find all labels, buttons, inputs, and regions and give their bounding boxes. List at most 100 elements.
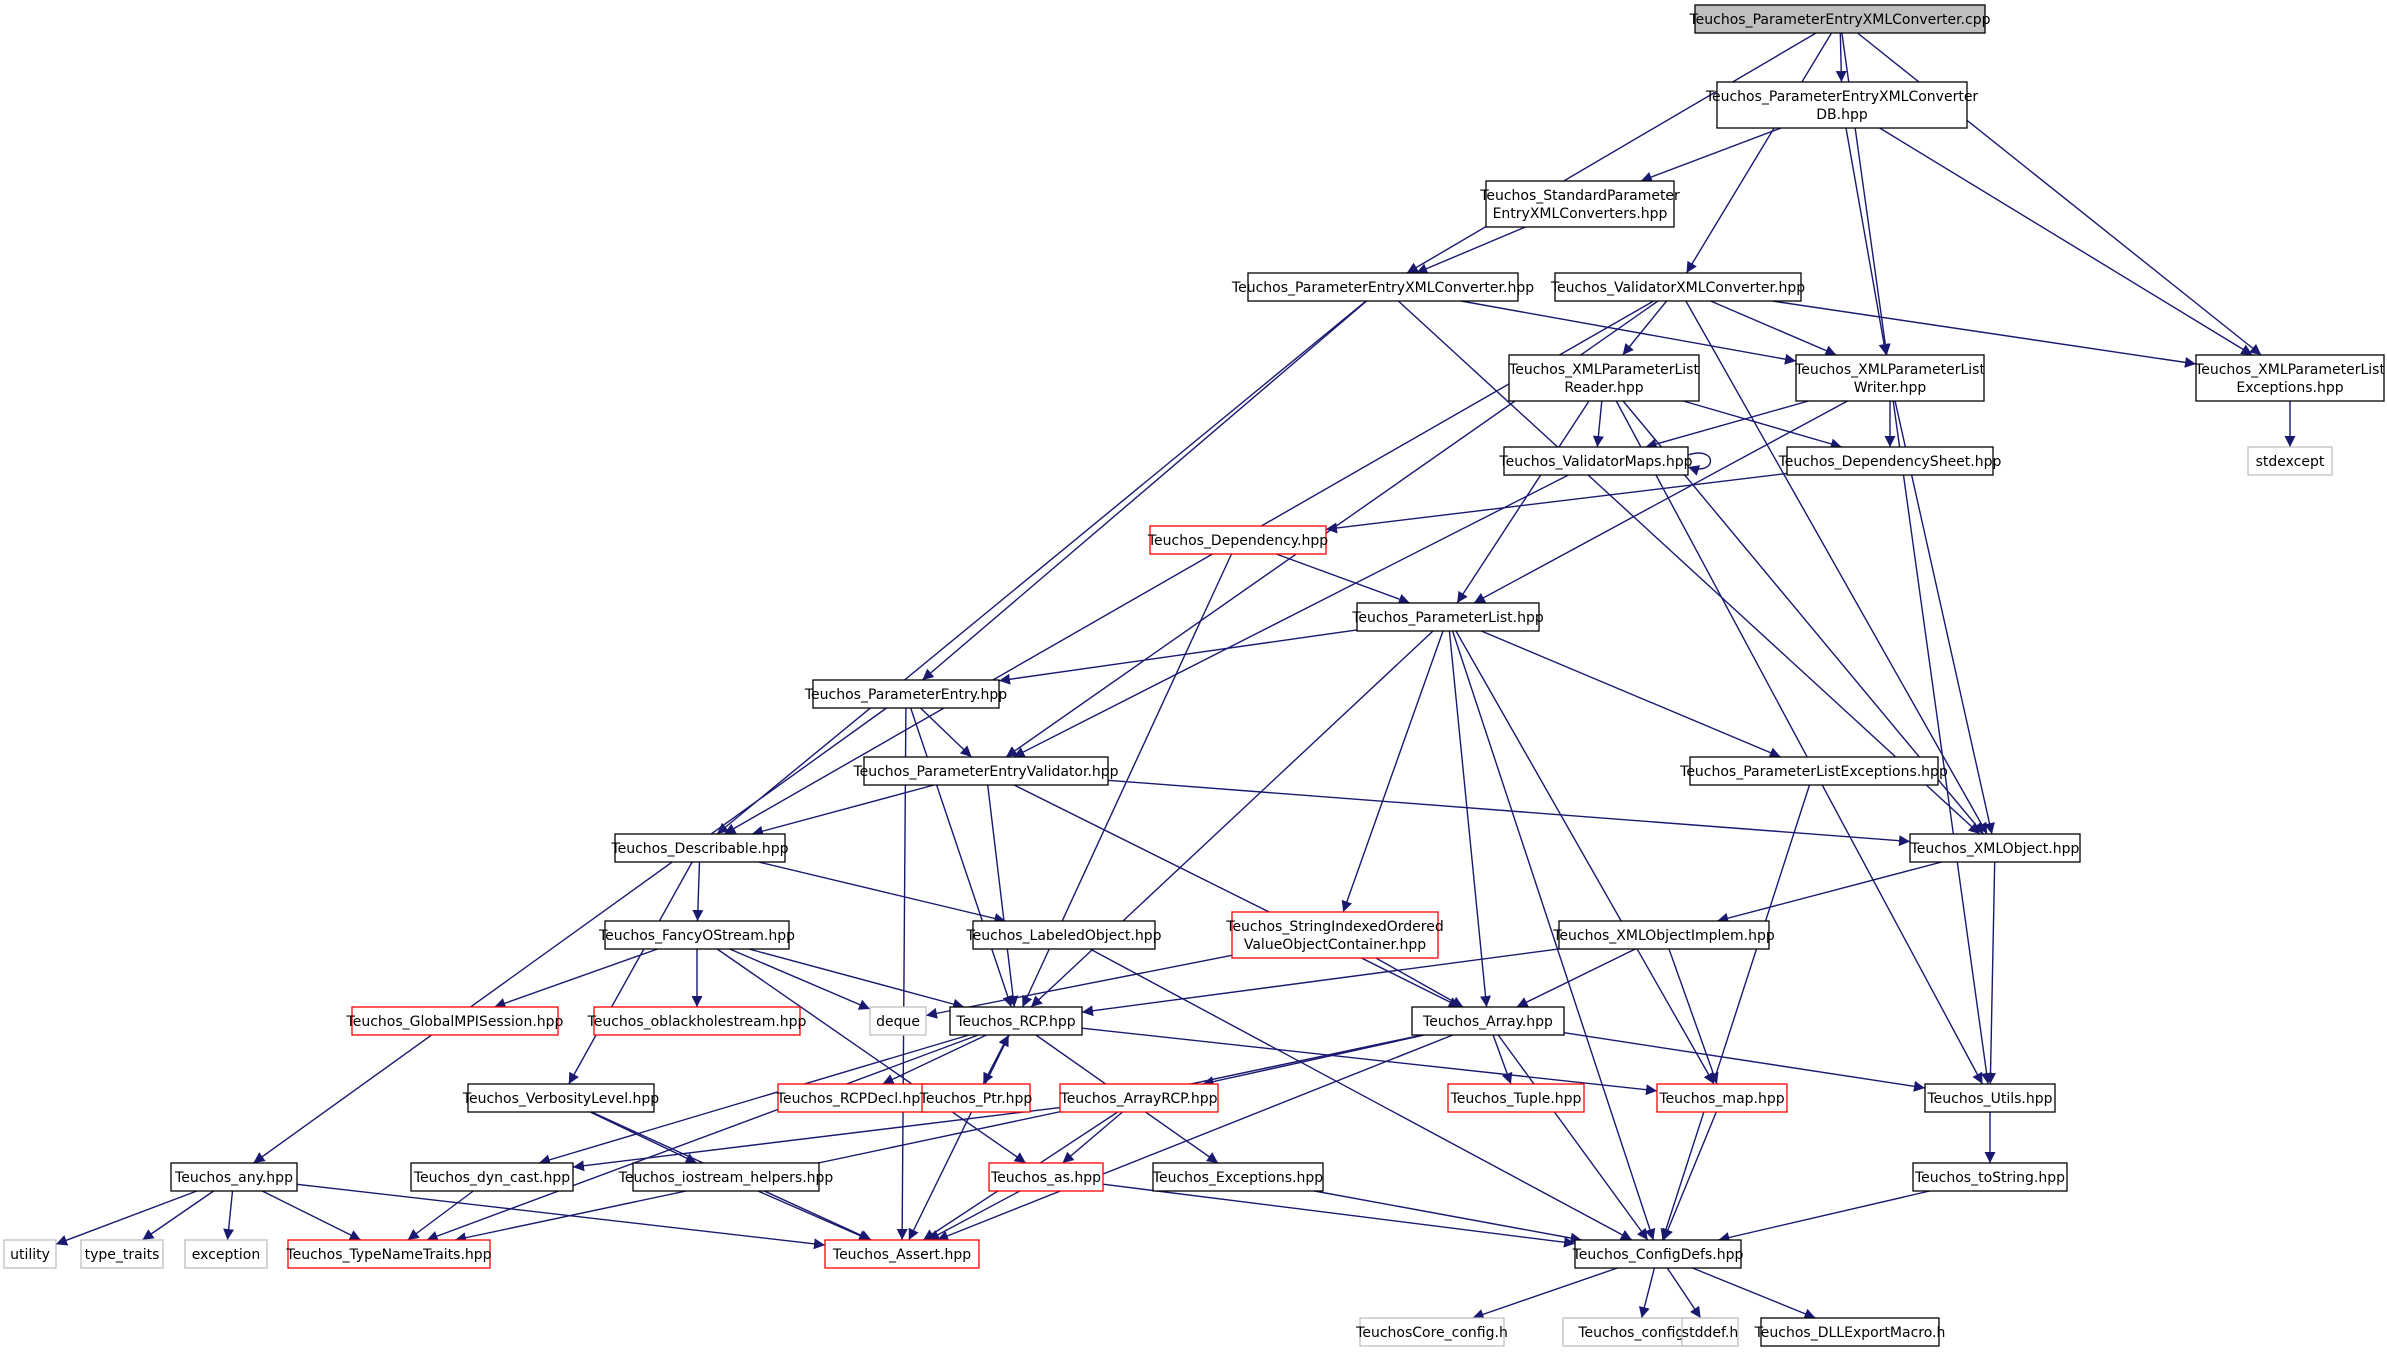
edge-map-to-configdefs bbox=[1662, 1111, 1717, 1241]
edge-root-to-pexdb bbox=[1835, 32, 1847, 83]
node-box bbox=[1912, 1162, 2068, 1192]
node-typetraits[interactable]: type_traits bbox=[80, 1239, 164, 1269]
node-array[interactable]: Teuchos_Array.hpp bbox=[1411, 1006, 1565, 1036]
node-label: Teuchos_StandardParameter bbox=[1479, 188, 1680, 204]
node-pexml[interactable]: Teuchos_ParameterEntryXMLConverter.hpp bbox=[1231, 272, 1534, 302]
edge-valmaps-to-valmaps bbox=[1687, 452, 1712, 476]
node-pev[interactable]: Teuchos_ParameterEntryValidator.hpp bbox=[852, 756, 1119, 786]
node-box bbox=[1795, 354, 1985, 402]
edge-ptr-to-rcp bbox=[982, 1034, 1010, 1085]
node-exceptions[interactable]: Teuchos_Exceptions.hpp bbox=[1152, 1162, 1324, 1192]
edge-root-to-xplexc bbox=[1857, 32, 2262, 356]
node-box bbox=[869, 1006, 927, 1036]
edge-root-to-xplwriter bbox=[1841, 32, 1891, 356]
node-siovoc[interactable]: Teuchos_StringIndexedOrderedValueObjectC… bbox=[1225, 911, 1444, 959]
node-labeled[interactable]: Teuchos_LabeledObject.hpp bbox=[965, 920, 1162, 950]
edge-array-to-configdefs bbox=[1497, 1034, 1649, 1241]
node-plist[interactable]: Teuchos_ParameterList.hpp bbox=[1351, 602, 1544, 632]
node-box bbox=[1689, 756, 1939, 786]
node-box bbox=[988, 1162, 1104, 1192]
node-box bbox=[1574, 1239, 1742, 1269]
edge-pev-to-xmlobj bbox=[1107, 779, 1911, 847]
node-label: Teuchos_RCPDecl.hpp bbox=[776, 1091, 930, 1107]
node-utils[interactable]: Teuchos_Utils.hpp bbox=[1924, 1083, 2056, 1113]
node-stddef[interactable]: stddef.h bbox=[1681, 1317, 1739, 1347]
node-box bbox=[777, 1083, 929, 1113]
node-label: Reader.hpp bbox=[1564, 380, 1643, 396]
node-dllexp[interactable]: Teuchos_DLLExportMacro.h bbox=[1754, 1317, 1946, 1347]
node-exception[interactable]: exception bbox=[184, 1239, 268, 1269]
edge-exceptions-to-configdefs bbox=[1314, 1190, 1582, 1244]
node-root[interactable]: Teuchos_ParameterEntryXMLConverter.cpp bbox=[1688, 4, 1991, 34]
edge-as-to-assert bbox=[927, 1190, 1021, 1241]
node-label: Teuchos_Exceptions.hpp bbox=[1152, 1170, 1323, 1186]
edges-layer bbox=[55, 32, 2296, 1320]
node-fancy[interactable]: Teuchos_FancyOStream.hpp bbox=[598, 920, 795, 950]
edge-fancy-to-as bbox=[716, 948, 1027, 1164]
node-tnt[interactable]: Teuchos_TypeNameTraits.hpp bbox=[285, 1239, 492, 1269]
node-mpisess[interactable]: Teuchos_GlobalMPISession.hpp bbox=[346, 1006, 564, 1036]
node-label: Teuchos_Tuple.hpp bbox=[1450, 1091, 1582, 1107]
node-box bbox=[1681, 1317, 1739, 1347]
node-box bbox=[1656, 1083, 1788, 1113]
node-dep[interactable]: Teuchos_Dependency.hpp bbox=[1147, 525, 1328, 555]
node-pentry[interactable]: Teuchos_ParameterEntry.hpp bbox=[804, 679, 1007, 709]
edge-plist-to-siovoc bbox=[1341, 630, 1444, 913]
node-rcp[interactable]: Teuchos_RCP.hpp bbox=[949, 1006, 1083, 1036]
node-tostring[interactable]: Teuchos_toString.hpp bbox=[1912, 1162, 2068, 1192]
node-stdpe[interactable]: Teuchos_StandardParameterEntryXMLConvert… bbox=[1479, 180, 1680, 228]
node-stdexcept[interactable]: stdexcept bbox=[2247, 446, 2333, 476]
node-box bbox=[80, 1239, 164, 1269]
node-coreconf[interactable]: TeuchosCore_config.h bbox=[1355, 1317, 1508, 1347]
node-configdefs[interactable]: Teuchos_ConfigDefs.hpp bbox=[1572, 1239, 1744, 1269]
node-label: Teuchos_RCP.hpp bbox=[955, 1014, 1075, 1030]
node-label: Teuchos_ValidatorMaps.hpp bbox=[1498, 454, 1692, 470]
node-dyncast[interactable]: Teuchos_dyn_cast.hpp bbox=[410, 1162, 574, 1192]
node-tuple[interactable]: Teuchos_Tuple.hpp bbox=[1447, 1083, 1585, 1113]
edge-pentry-to-assert bbox=[896, 707, 908, 1241]
node-arcp[interactable]: Teuchos_ArrayRCP.hpp bbox=[1059, 1083, 1219, 1113]
node-box bbox=[184, 1239, 268, 1269]
node-box bbox=[604, 920, 790, 950]
node-iohelp[interactable]: Teuchos_iostream_helpers.hpp bbox=[618, 1162, 834, 1192]
node-label: exception bbox=[192, 1247, 260, 1263]
node-rcpdecl[interactable]: Teuchos_RCPDecl.hpp bbox=[776, 1083, 930, 1113]
node-valmaps[interactable]: Teuchos_ValidatorMaps.hpp bbox=[1498, 446, 1693, 476]
edge-describable-to-verb bbox=[568, 861, 693, 1085]
node-describable[interactable]: Teuchos_Describable.hpp bbox=[610, 833, 789, 863]
node-label: Teuchos_XMLObject.hpp bbox=[1910, 841, 2080, 857]
node-label: Teuchos_ArrayRCP.hpp bbox=[1060, 1091, 1218, 1107]
node-as[interactable]: Teuchos_as.hpp bbox=[988, 1162, 1104, 1192]
node-depsheet[interactable]: Teuchos_DependencySheet.hpp bbox=[1778, 446, 2002, 476]
node-valxml[interactable]: Teuchos_ValidatorXMLConverter.hpp bbox=[1550, 272, 1805, 302]
node-verb[interactable]: Teuchos_VerbosityLevel.hpp bbox=[462, 1083, 660, 1113]
edge-array-to-tnt bbox=[454, 1034, 1423, 1244]
edge-array-to-tuple bbox=[1492, 1034, 1513, 1085]
edge-describable-to-fancy bbox=[692, 861, 704, 922]
node-plexc[interactable]: Teuchos_ParameterListExceptions.hpp bbox=[1679, 756, 1948, 786]
edge-any-to-typetraits bbox=[142, 1190, 214, 1241]
edge-any-to-utility bbox=[55, 1190, 198, 1246]
node-map[interactable]: Teuchos_map.hpp bbox=[1656, 1083, 1788, 1113]
node-xmlimpl[interactable]: Teuchos_XMLObjectImplem.hpp bbox=[1552, 920, 1775, 950]
node-box bbox=[1356, 602, 1540, 632]
edge-pexml-to-describable bbox=[716, 300, 1367, 835]
edge-plist-to-plexc bbox=[1481, 630, 1781, 758]
node-oblack[interactable]: Teuchos_oblackholestream.hpp bbox=[587, 1006, 807, 1036]
node-any[interactable]: Teuchos_any.hpp bbox=[170, 1162, 298, 1192]
node-xmlobj[interactable]: Teuchos_XMLObject.hpp bbox=[1909, 833, 2081, 863]
node-box bbox=[1059, 1083, 1219, 1113]
node-label: TeuchosCore_config.h bbox=[1355, 1325, 1508, 1341]
edge-plist-to-map bbox=[1455, 630, 1715, 1085]
edge-plist-to-rcp bbox=[1030, 630, 1434, 1008]
edge-root-to-valxml bbox=[1685, 32, 1833, 274]
node-deque[interactable]: deque bbox=[869, 1006, 927, 1036]
edge-pexml-to-pentry bbox=[921, 300, 1368, 681]
node-ptr[interactable]: Teuchos_Ptr.hpp bbox=[919, 1083, 1033, 1113]
node-utility[interactable]: utility bbox=[3, 1239, 57, 1269]
node-assert[interactable]: Teuchos_Assert.hpp bbox=[824, 1239, 980, 1269]
